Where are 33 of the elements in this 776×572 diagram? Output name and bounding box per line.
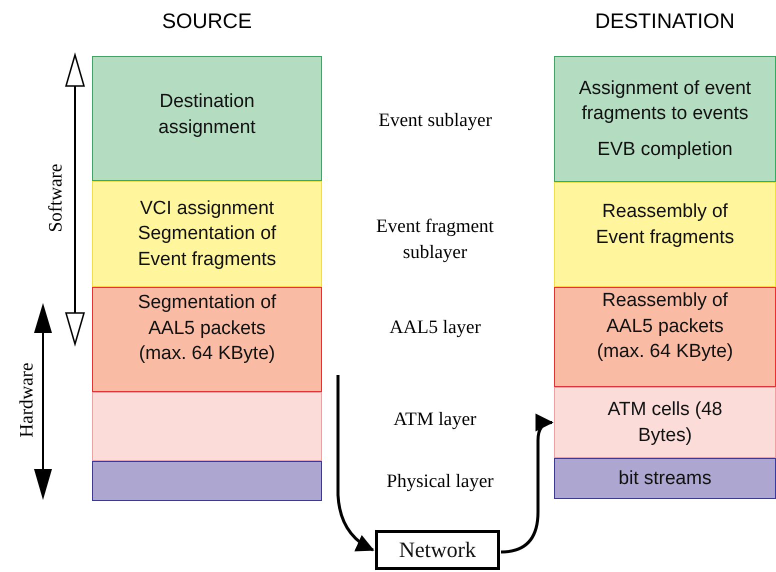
layer-box xyxy=(554,387,776,458)
axis-label: Software xyxy=(44,164,67,232)
column-heading: SOURCE xyxy=(162,10,252,34)
layer-box xyxy=(554,458,776,499)
layer-name: ATM layer xyxy=(394,409,476,431)
layer-text: VCI assignment xyxy=(140,196,274,221)
arrow xyxy=(500,414,554,554)
axis-label: Hardware xyxy=(16,362,38,438)
layer-box xyxy=(92,181,322,287)
layer-text: ATM cells (48 Bytes) xyxy=(606,398,724,448)
layer-text: Segmentation of AAL5 packets (max. 64 KByte) xyxy=(136,291,278,366)
layer-text: Segmentation of Event fragments xyxy=(136,222,278,272)
layer-box xyxy=(554,287,776,387)
column-heading: DESTINATION xyxy=(595,10,735,34)
layer-text: Destination assignment xyxy=(157,90,257,140)
layer-text: Assignment of event fragments to events xyxy=(578,76,752,126)
layer-name: Physical layer xyxy=(386,471,494,493)
layer-box xyxy=(554,182,776,287)
node-label: Network xyxy=(399,536,476,564)
layer-box xyxy=(92,461,322,501)
layer-text: Reassembly of Event fragments xyxy=(594,200,736,250)
arrow xyxy=(336,375,374,552)
network-box xyxy=(375,530,500,570)
layer-box xyxy=(92,56,322,181)
layer-name: Event sublayer xyxy=(378,110,492,132)
layer-name: AAL5 layer xyxy=(390,317,481,339)
layer-box xyxy=(554,56,776,182)
layer-text: EVB completion xyxy=(597,138,733,162)
layer-box xyxy=(92,287,322,392)
layer-text: Reassembly of AAL5 packets (max. 64 KByte) xyxy=(596,289,734,364)
layer-name: Event fragment sublayer xyxy=(375,215,495,265)
layer-text: bit streams xyxy=(618,466,712,491)
layer-box xyxy=(92,392,322,461)
